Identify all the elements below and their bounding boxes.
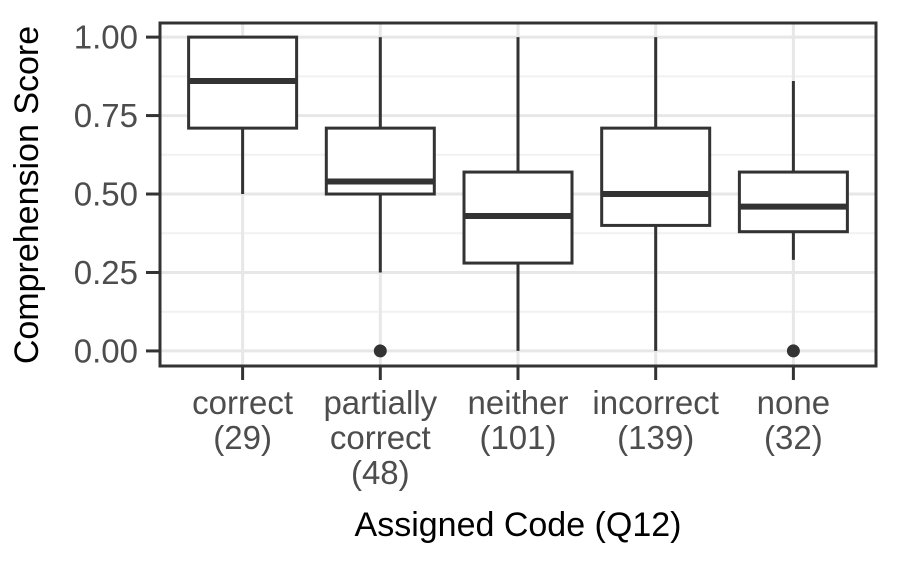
x-tick-label-line: none xyxy=(757,384,830,421)
box xyxy=(600,126,712,227)
x-tick-label-line: partially xyxy=(323,384,437,421)
outlier-point xyxy=(373,344,387,358)
y-tick-label: 0.00 xyxy=(74,332,138,369)
y-tick-label: 0.75 xyxy=(74,97,138,134)
y-axis-title: Comprehension Score xyxy=(8,25,46,365)
x-tick-label-line: (139) xyxy=(617,419,694,456)
x-tick-label-line: (29) xyxy=(213,419,272,456)
outlier-point xyxy=(786,344,800,358)
x-tick-label-line: correct xyxy=(330,419,431,456)
x-tick-label-line: (101) xyxy=(479,419,556,456)
x-tick-label: neither(101) xyxy=(468,384,569,456)
x-tick-label-line: neither xyxy=(468,384,569,421)
box xyxy=(737,170,849,234)
x-tick-label: incorrect(139) xyxy=(592,384,719,456)
y-tick-label: 1.00 xyxy=(74,19,138,56)
x-axis-title: Assigned Code (Q12) xyxy=(354,506,682,544)
x-tick-label-line: incorrect xyxy=(592,384,719,421)
y-tick-label: 0.25 xyxy=(74,254,138,291)
y-tick-label: 0.50 xyxy=(74,176,138,213)
x-tick-label: none(32) xyxy=(757,384,830,456)
x-tick-label-line: correct xyxy=(192,384,293,421)
x-tick-label: correct(29) xyxy=(192,384,293,456)
x-tick-label-line: (32) xyxy=(764,419,823,456)
x-tick-label-line: (48) xyxy=(351,454,410,491)
